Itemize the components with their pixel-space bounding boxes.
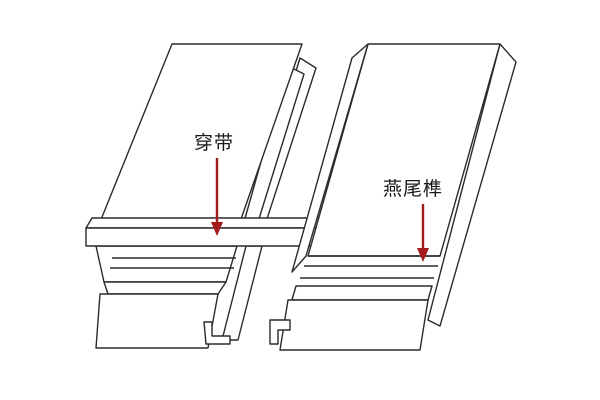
left-board-front-top <box>103 281 227 295</box>
right-board-end-notch <box>269 319 291 345</box>
right-board-left-rail <box>291 43 369 273</box>
right-board-side <box>427 43 517 327</box>
arrow-right <box>417 204 429 262</box>
label-chuan-dai: 穿带 <box>194 132 235 154</box>
left-board <box>95 43 317 349</box>
left-board-end-notch <box>203 321 231 345</box>
label-yan-wei-sun: 燕尾榫 <box>383 178 444 200</box>
right-board-front-top <box>291 285 433 301</box>
left-board-lower-face <box>95 245 238 283</box>
left-board-front-face <box>95 293 219 349</box>
arrow-left <box>211 158 223 236</box>
right-board <box>269 43 517 351</box>
right-board-front-face <box>279 299 429 351</box>
